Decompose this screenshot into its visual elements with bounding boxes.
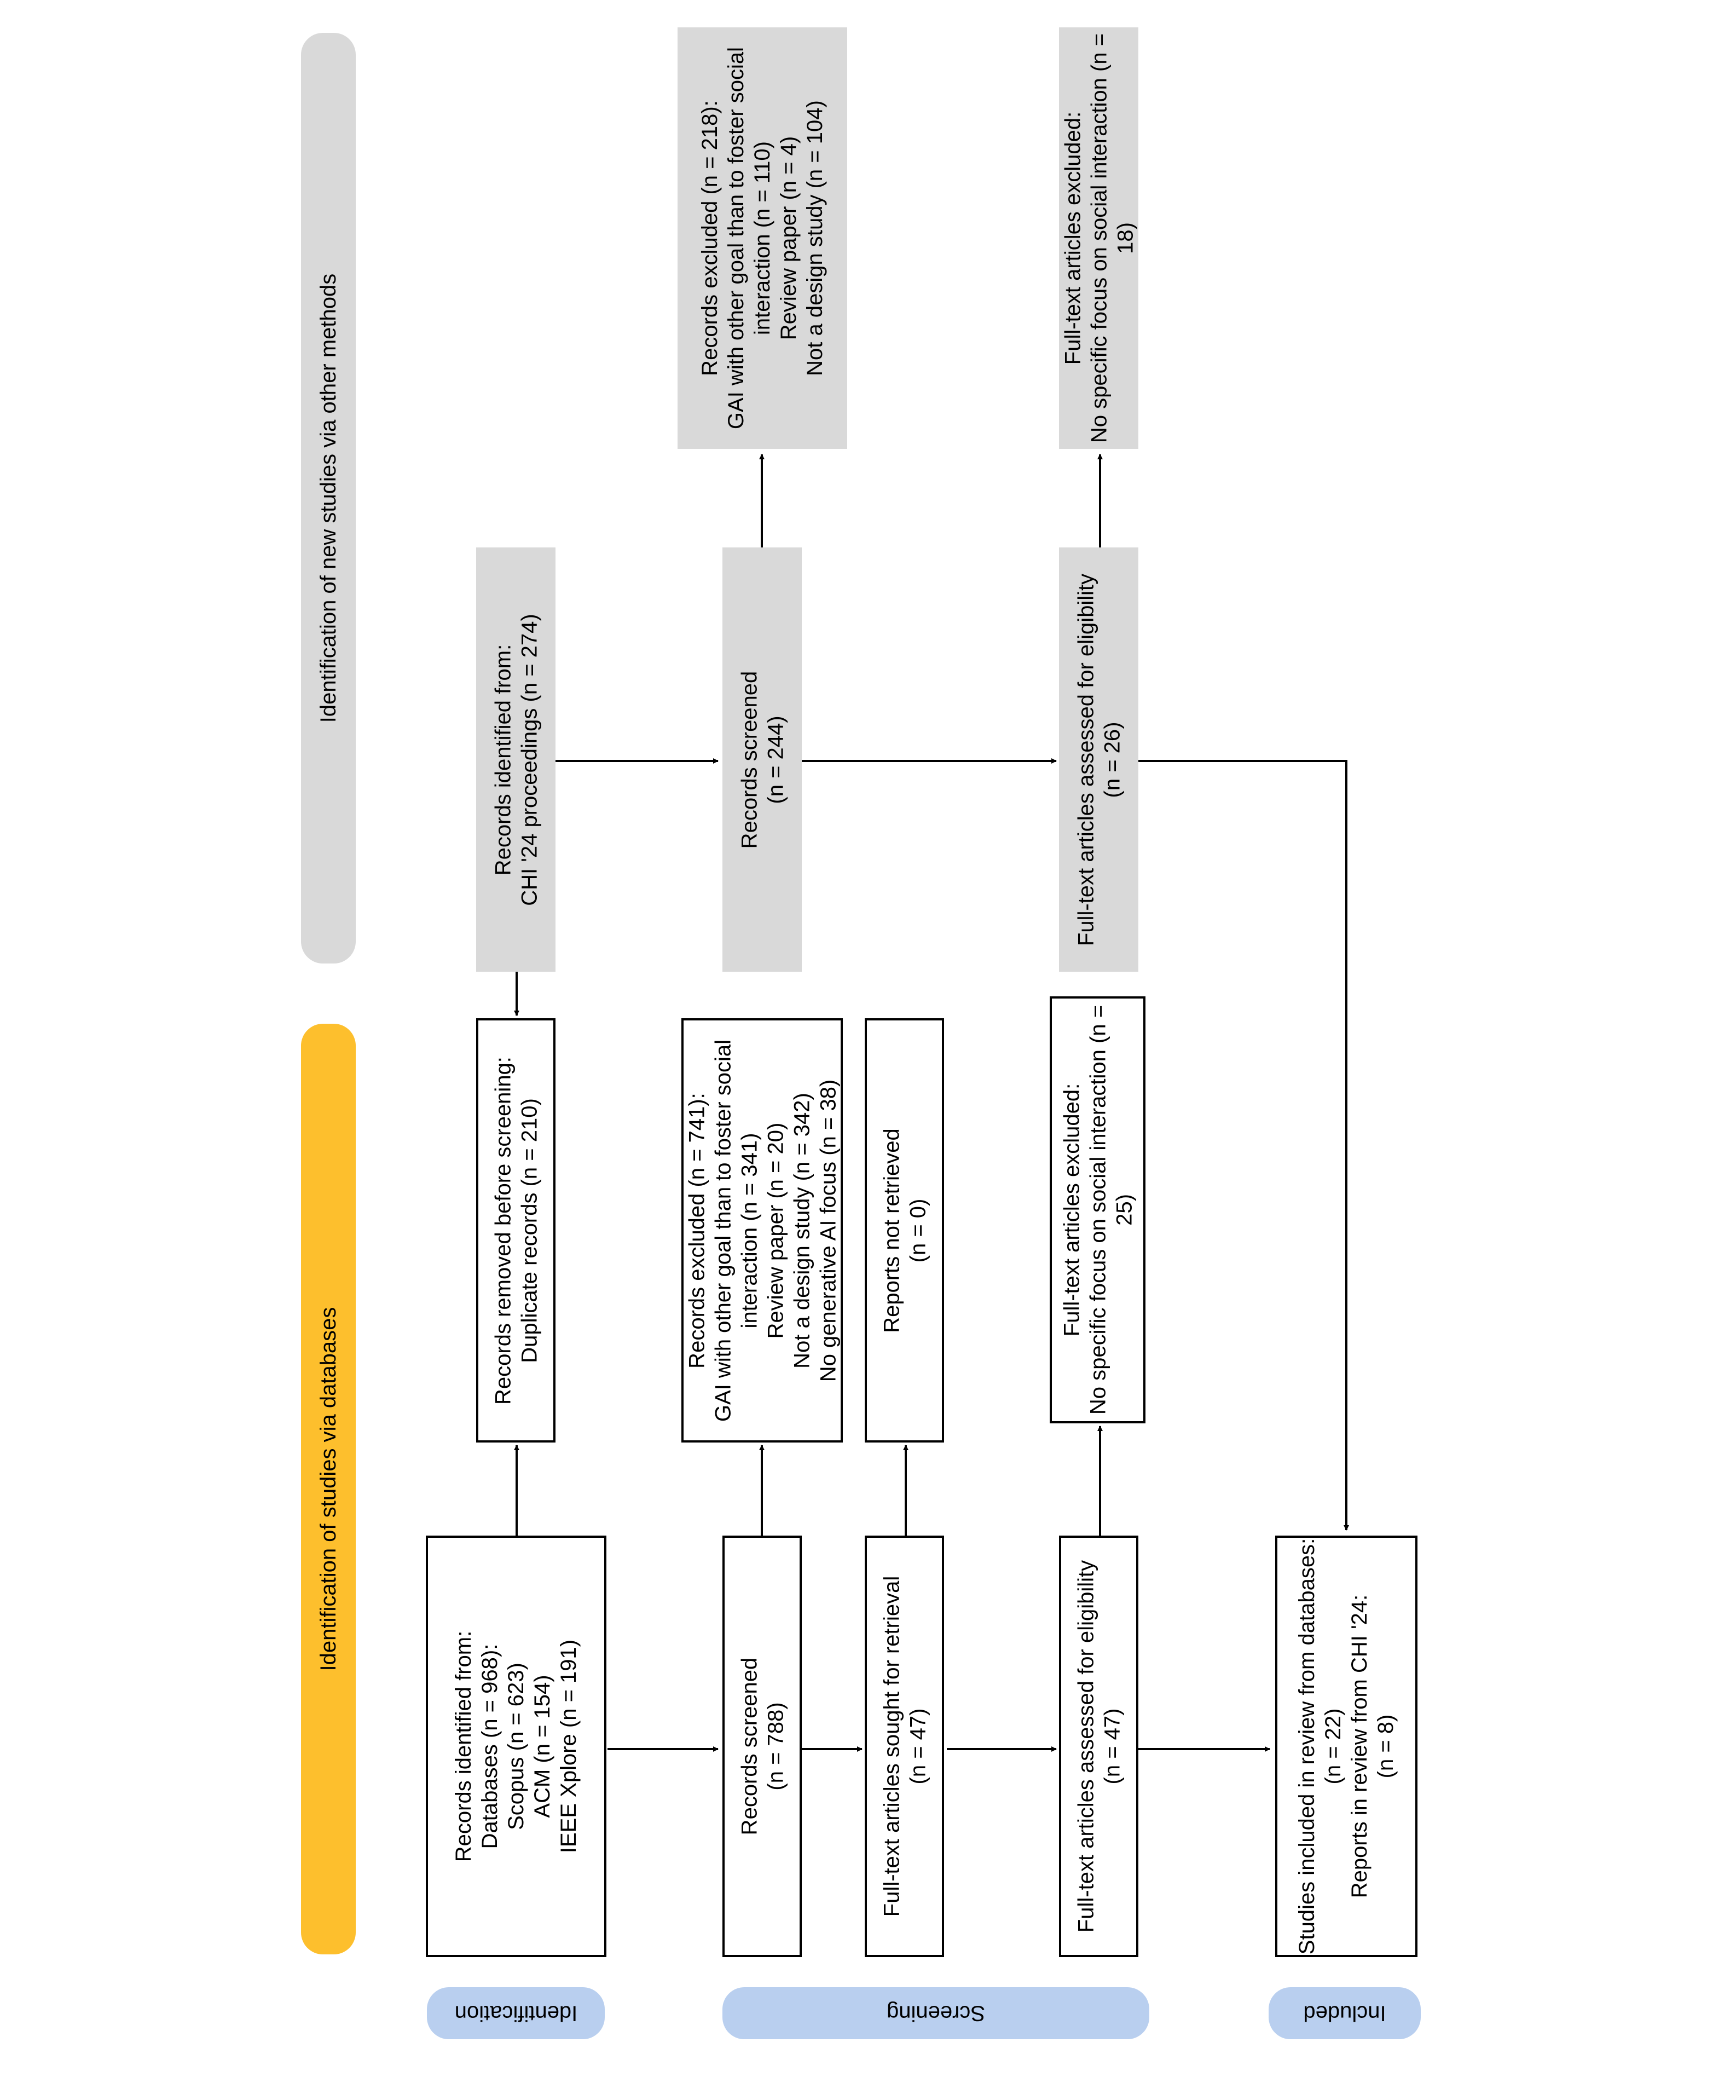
box-other-excluded-line2: GAI with other goal than to foster socia… [724, 47, 748, 430]
box-other-ft-excluded: Full-text articles excluded: No specific… [1059, 27, 1138, 449]
box-other-eligibility-line2: (n = 26) [1100, 722, 1124, 798]
box-db-excluded-line2: GAI with other goal than to foster socia… [710, 1039, 735, 1422]
box-db-screened-line1: Records screened [737, 1657, 761, 1836]
box-other-excluded-line4: Review paper (n = 4) [777, 136, 801, 341]
box-other-excluded-line3: interaction (n = 110) [750, 141, 774, 335]
box-db-identified: Records identified from: Databases (n = … [426, 1536, 606, 1957]
box-other-screened: Records screened (n = 244) [722, 547, 802, 972]
box-db-screened-line2: (n = 788) [763, 1702, 788, 1791]
box-other-screened-line1: Records screened [737, 671, 761, 849]
phase-screening: Screening [722, 1987, 1149, 2039]
box-db-eligibility-line2: (n = 47) [1100, 1708, 1124, 1785]
box-db-excluded-line3: interaction (n = 341) [737, 1133, 761, 1328]
phase-included: Included [1269, 1987, 1421, 2039]
box-db-excluded-line6: No generative AI focus (n = 38) [815, 1079, 840, 1382]
box-db-ft-excluded-line2: No specific focus on social interaction … [1085, 1005, 1110, 1415]
box-db-screened: Records screened (n = 788) [722, 1536, 802, 1957]
box-db-ft-excluded-line1: Full-text articles excluded: [1059, 1083, 1084, 1337]
box-db-included-line4: (n = 8) [1374, 1714, 1398, 1779]
box-db-identified-line3: Scopus (n = 623) [504, 1663, 528, 1830]
box-db-sought: Full-text articles sought for retrieval … [865, 1536, 944, 1957]
box-db-ft-excluded: Full-text articles excluded: No specific… [1050, 996, 1145, 1423]
box-db-included: Studies included in review from database… [1275, 1536, 1417, 1957]
box-other-excluded-line1: Records excluded (n = 218): [698, 100, 722, 376]
box-db-not-retrieved: Reports not retrieved (n = 0) [865, 1018, 944, 1443]
box-other-identified: Records identified from: CHI '24 proceed… [476, 547, 555, 972]
box-db-removed-line1: Records removed before screening: [490, 1056, 515, 1405]
box-db-identified-line1: Records identified from: [452, 1630, 476, 1862]
box-db-removed: Records removed before screening: Duplic… [476, 1018, 555, 1443]
box-db-identified-line4: ACM (n = 154) [530, 1675, 554, 1818]
lane-header-other: Identification of new studies via other … [301, 33, 356, 964]
box-db-included-line3: Reports in review from CHI '24: [1347, 1594, 1372, 1899]
box-db-removed-line2: Duplicate records (n = 210) [517, 1098, 541, 1363]
box-db-excluded-line4: Review paper (n = 20) [763, 1122, 788, 1339]
box-db-eligibility-line1: Full-text articles assessed for eligibil… [1073, 1560, 1098, 1933]
box-db-not-retrieved-line2: (n = 0) [905, 1198, 930, 1262]
box-db-included-line2: (n = 22) [1321, 1708, 1345, 1785]
box-db-sought-line2: (n = 47) [905, 1708, 930, 1785]
box-db-excluded-line1: Records excluded (n = 741): [684, 1092, 709, 1369]
box-other-screened-line2: (n = 244) [763, 715, 788, 804]
phase-identification: Identification [427, 1987, 605, 2039]
box-other-ft-excluded-line2: No specific focus on social interaction … [1086, 33, 1111, 443]
box-db-sought-line1: Full-text articles sought for retrieval [879, 1576, 904, 1917]
box-db-excluded: Records excluded (n = 741): GAI with oth… [681, 1018, 843, 1443]
box-db-eligibility: Full-text articles assessed for eligibil… [1059, 1536, 1138, 1957]
box-other-identified-line2: CHI '24 proceedings (n = 274) [517, 613, 541, 906]
box-other-excluded-line5: Not a design study (n = 104) [803, 100, 827, 376]
box-db-identified-line2: Databases (n = 968): [478, 1643, 502, 1849]
box-other-ft-excluded-line3: 18) [1113, 222, 1137, 254]
box-db-identified-line5: IEEE Xplore (n = 191) [557, 1639, 581, 1854]
box-other-identified-line1: Records identified from: [490, 644, 515, 875]
arrow-other-eligibility-to-included [1138, 760, 1349, 1531]
lane-header-databases: Identification of studies via databases [301, 1024, 356, 1954]
box-db-included-line1: Studies included in review from database… [1295, 1538, 1319, 1955]
box-other-ft-excluded-line1: Full-text articles excluded: [1060, 111, 1085, 365]
box-other-eligibility: Full-text articles assessed for eligibil… [1059, 547, 1138, 972]
box-other-excluded: Records excluded (n = 218): GAI with oth… [678, 27, 847, 449]
box-db-excluded-line5: Not a design study (n = 342) [789, 1092, 814, 1369]
box-db-ft-excluded-line3: 25) [1112, 1194, 1136, 1226]
box-other-eligibility-line1: Full-text articles assessed for eligibil… [1073, 573, 1098, 946]
box-db-not-retrieved-line1: Reports not retrieved [879, 1128, 904, 1333]
